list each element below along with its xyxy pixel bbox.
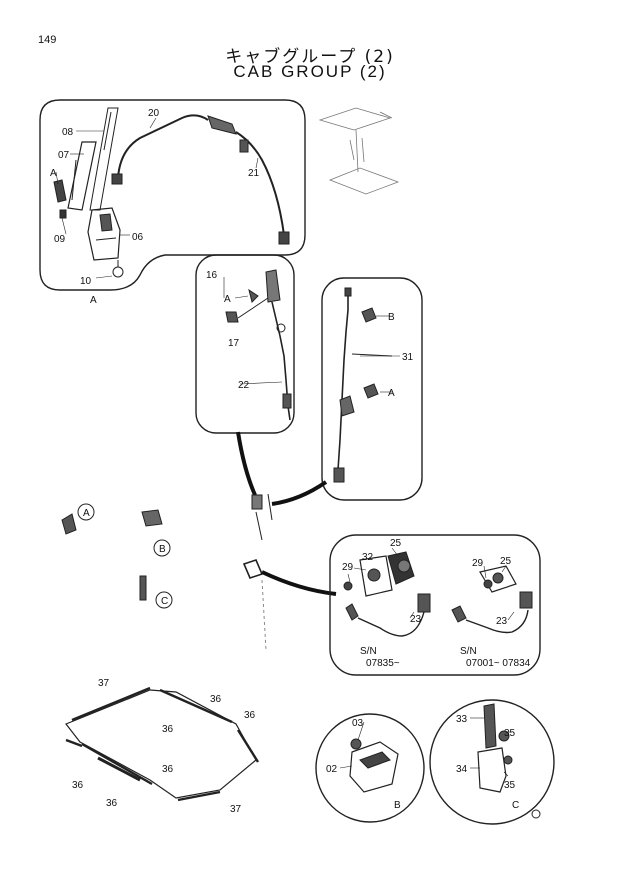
callout-17: 17 (228, 338, 240, 349)
handle-grip (53, 179, 67, 203)
callout-22: 22 (238, 380, 250, 391)
circled-callout-c (155, 591, 173, 609)
detail-switch-frame (329, 534, 541, 676)
detail-c-circle (429, 699, 555, 825)
callout-36-a: 36 (162, 724, 174, 735)
callout-32: 32 (362, 552, 374, 563)
callout-09: 09 (54, 234, 66, 245)
callout-16: 16 (206, 270, 218, 281)
center-parts (242, 493, 273, 651)
small-clip (59, 209, 67, 219)
callout-06: 06 (132, 232, 144, 243)
callout-23-b: 23 (496, 616, 508, 627)
callout-b-2: B (394, 800, 401, 811)
callout-36-d: 36 (72, 780, 84, 791)
callout-29-b: 29 (472, 558, 484, 569)
callout-sn-2-range: 07001~ 07834 (466, 658, 531, 669)
callout-c-2: C (512, 800, 519, 811)
callout-sn-2: S/N (460, 646, 477, 657)
callout-23-a: 23 (410, 614, 422, 625)
left-small-parts (61, 503, 173, 609)
callout-25-b: 25 (500, 556, 512, 567)
callout-37-b: 37 (230, 804, 242, 815)
detail-a-frame (39, 99, 306, 291)
detail-b-circle (315, 713, 425, 823)
callout-29-a: 29 (342, 562, 354, 573)
callout-circled-b: B (159, 544, 166, 555)
callout-07: 07 (58, 150, 70, 161)
callout-35-a: 35 (504, 728, 516, 739)
callout-a-1: A (50, 168, 57, 179)
circled-callout-b (153, 539, 171, 557)
bolt-10 (112, 266, 124, 278)
callout-21: 21 (248, 168, 260, 179)
title-english: CAB GROUP (2) (233, 62, 387, 81)
callout-08: 08 (62, 127, 74, 138)
pillar-bracket (89, 107, 119, 211)
detail-31-frame (321, 277, 423, 501)
callout-36-e: 36 (162, 764, 174, 775)
pillar-cover (67, 141, 97, 211)
callout-36-f: 36 (106, 798, 118, 809)
mount-bracket (87, 207, 121, 261)
callout-sn-1-range: 07835~ (366, 658, 400, 669)
callout-10: 10 (80, 276, 92, 287)
callout-31: 31 (402, 352, 414, 363)
callout-20: 20 (148, 108, 160, 119)
callout-36-b: 36 (210, 694, 222, 705)
callout-36-c: 36 (244, 710, 256, 721)
callout-circled-a: A (83, 508, 90, 519)
callout-a-4: A (388, 388, 395, 399)
callout-02: 02 (326, 764, 338, 775)
callout-03: 03 (352, 718, 364, 729)
callout-35-b: 35 (504, 780, 516, 791)
circled-callout-a (77, 503, 95, 521)
faint-roof-sketch (318, 107, 400, 195)
title-japanese: キャブグループ (2) (225, 47, 395, 67)
callout-sn-1: S/N (360, 646, 377, 657)
floor-trim-assembly (65, 686, 260, 802)
callout-a-3: A (224, 294, 231, 305)
callout-b-1: B (388, 312, 395, 323)
callout-a-2: A (90, 295, 97, 306)
callout-33: 33 (456, 714, 468, 725)
callout-37-a: 37 (98, 678, 110, 689)
page-number: 149 (38, 34, 57, 46)
callout-34: 34 (456, 764, 468, 775)
callout-25-a: 25 (390, 538, 402, 549)
callout-circled-c: C (161, 596, 168, 607)
leader-lines (55, 117, 515, 777)
detail-16-22-frame (195, 254, 295, 434)
antenna-cable (117, 114, 209, 179)
